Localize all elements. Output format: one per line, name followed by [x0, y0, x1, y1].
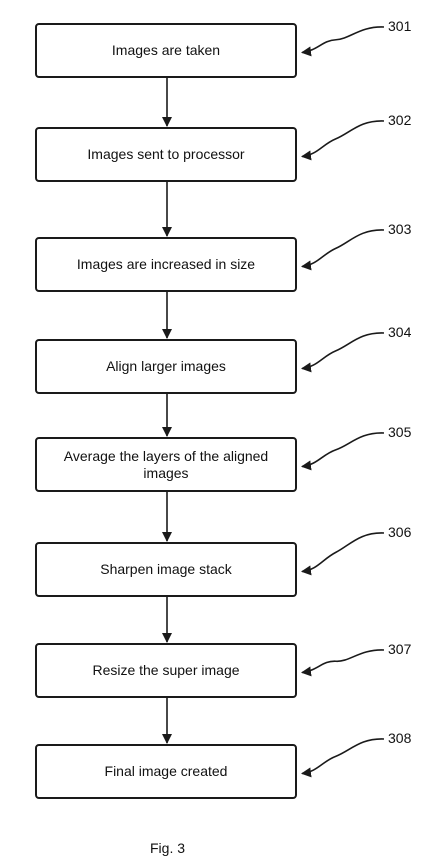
reference-numeral: 308 — [388, 730, 412, 746]
step-box-306: Sharpen image stack — [35, 542, 297, 597]
leader-arrow-307 — [301, 649, 385, 677]
step-box-304: Align larger images — [35, 339, 297, 394]
step-box-303: Images are increased in size — [35, 237, 297, 292]
reference-numeral: 301 — [388, 18, 412, 34]
step-box-307: Resize the super image — [35, 643, 297, 698]
step-box-305: Average the layers of the aligned images — [35, 437, 297, 492]
leader-arrow-305 — [301, 432, 385, 471]
step-label: Average the layers of the aligned images — [63, 447, 269, 481]
leader-arrow-308 — [301, 738, 385, 778]
reference-numeral: 302 — [388, 112, 412, 128]
leader-arrow-306 — [301, 532, 385, 576]
leader-arrow-302 — [301, 120, 385, 161]
leader-arrow-304 — [301, 332, 385, 373]
reference-numeral: 307 — [388, 641, 412, 657]
step-box-301: Images are taken — [35, 23, 297, 78]
step-label: Final image created — [104, 763, 228, 779]
reference-numeral: 304 — [388, 324, 412, 340]
step-label: Images are taken — [111, 42, 221, 58]
leader-arrow-303 — [301, 229, 385, 271]
step-label: Resize the super image — [92, 662, 240, 678]
figure-caption: Fig. 3 — [150, 840, 186, 856]
step-label: Images sent to processor — [87, 146, 245, 162]
step-label: Sharpen image stack — [100, 561, 232, 577]
leader-arrow-301 — [301, 26, 385, 57]
reference-numeral: 303 — [388, 221, 412, 237]
reference-numeral: 305 — [388, 424, 412, 440]
step-box-308: Final image created — [35, 744, 297, 799]
step-box-302: Images sent to processor — [35, 127, 297, 182]
step-label: Align larger images — [106, 358, 226, 374]
reference-numeral: 306 — [388, 524, 412, 540]
step-label: Images are increased in size — [76, 256, 256, 272]
